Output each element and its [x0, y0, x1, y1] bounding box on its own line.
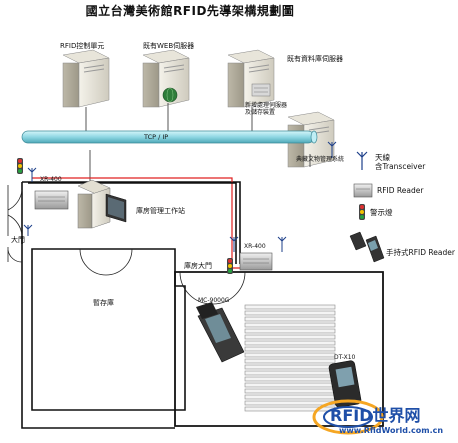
dtx10-label: DT-X10 — [334, 354, 356, 361]
watermark-url: www.RfidWorld.com.cn — [339, 426, 444, 435]
legend-antenna-label-line2: 含Transceiver — [375, 162, 426, 171]
legend-warning-light-icon — [359, 204, 365, 220]
db-server-label: 既有資料庫伺服器 — [287, 55, 343, 63]
rfid-controller-server — [62, 49, 110, 108]
warehouse-door-label: 庫房大門 — [184, 262, 212, 270]
warning-light-icon — [17, 158, 233, 274]
legend-warning-light-label: 警示燈 — [370, 208, 393, 217]
tcp-ip-label: TCP / IP — [144, 133, 169, 141]
legend-antenna-label-line1: 天線 — [375, 153, 390, 162]
mc9000-label: MC-9000G — [198, 297, 230, 304]
legend-rfid-reader-icon — [353, 183, 373, 198]
rfidworld-logo — [312, 399, 384, 435]
db-note-line1: 新增處理伺服器 — [245, 102, 288, 109]
watermark-brand: RFID世界网 — [330, 406, 421, 425]
workstation-icon — [77, 179, 127, 229]
warehouse-station-label: 庫房管理工作站 — [136, 207, 185, 215]
xr400-left-reader — [34, 190, 69, 210]
antenna-icon — [23, 141, 337, 252]
globe-icon — [162, 87, 178, 103]
collection-system-label: 典藏文物管理系統 — [296, 156, 345, 163]
main-door — [7, 185, 23, 263]
tcp-ip-bus — [21, 130, 318, 144]
temp-storage-label: 暫存庫 — [93, 299, 114, 307]
xr400-right-label: XR-400 — [244, 243, 266, 250]
warehouse-room — [174, 271, 384, 427]
server-links — [85, 103, 311, 185]
diagram-title: 國立台灣美術館RFID先導架構規劃圖 — [85, 4, 295, 18]
legend-rfid-reader-label: RFID Reader — [377, 186, 424, 195]
legend-handheld-label: 手持式RFID Reader — [386, 248, 455, 257]
database-server — [227, 49, 275, 108]
rfid-controller-label: RFID控制單元 — [60, 42, 105, 50]
db-note-line2: 及儲存裝置 — [245, 109, 276, 116]
web-server-label: 既有WEB伺服器 — [143, 42, 195, 50]
legend-handheld-icon — [349, 231, 385, 263]
dtx10-handheld-icon — [328, 360, 362, 408]
main-door-label: 大門 — [11, 236, 25, 244]
xr400-right-reader — [239, 252, 273, 271]
temp-storage-room — [31, 248, 186, 411]
legend-antenna-icon — [356, 151, 368, 170]
xr400-left-label: XR-400 — [40, 176, 62, 183]
shelving-racks — [244, 304, 336, 412]
web-server — [142, 49, 190, 108]
storage-unit-icon — [251, 83, 271, 97]
mc9000-handheld-icon — [196, 302, 245, 363]
